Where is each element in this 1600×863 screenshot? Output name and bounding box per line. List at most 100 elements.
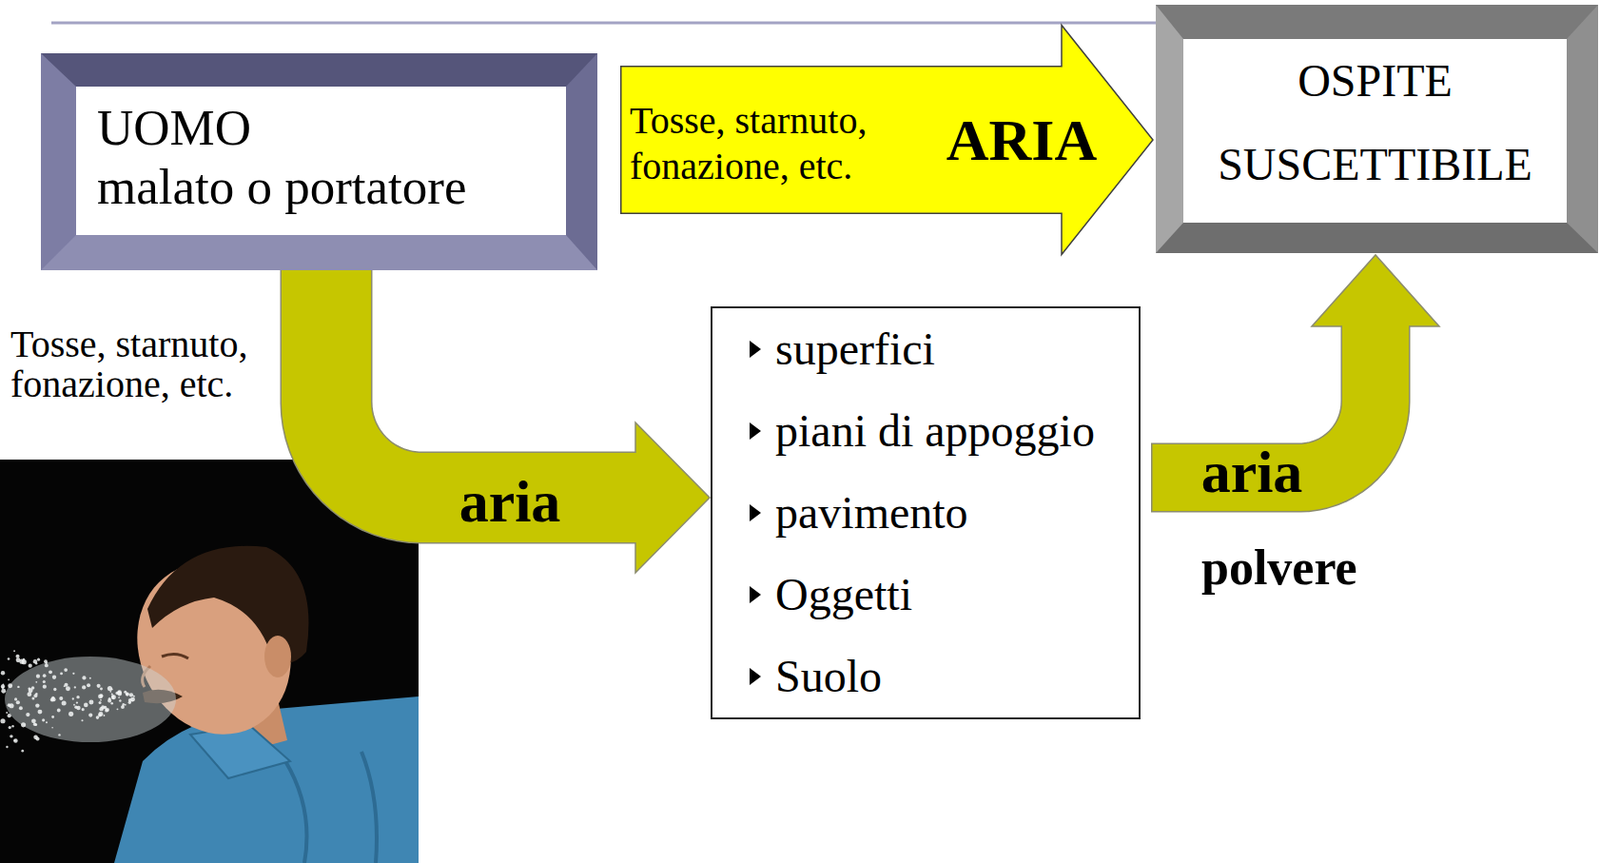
box-text: malato o portatore <box>97 156 468 216</box>
droplet <box>100 704 105 709</box>
droplet <box>35 702 40 707</box>
droplet <box>99 686 103 690</box>
droplet <box>73 703 76 706</box>
droplet <box>98 701 102 704</box>
droplet <box>117 691 122 697</box>
droplet <box>31 697 35 701</box>
droplet <box>0 670 5 675</box>
droplet <box>128 701 132 704</box>
bullet-marker <box>749 585 761 604</box>
droplet <box>20 749 24 753</box>
ear <box>264 635 292 678</box>
droplet <box>81 707 85 711</box>
droplet <box>89 677 92 680</box>
droplet <box>48 669 53 674</box>
droplet <box>37 709 42 715</box>
arrow-head <box>635 422 710 573</box>
collar <box>190 724 291 779</box>
droplet <box>86 682 91 687</box>
droplet <box>17 685 20 688</box>
droplet <box>19 705 23 710</box>
header-rule <box>51 21 1174 25</box>
droplet <box>16 700 20 704</box>
droplet <box>16 654 20 659</box>
droplet <box>35 692 39 696</box>
droplet <box>81 675 86 680</box>
arrow-body <box>326 262 638 499</box>
droplet <box>45 721 48 723</box>
droplet <box>42 684 47 689</box>
droplet <box>31 685 36 690</box>
droplet <box>125 692 130 697</box>
droplet <box>74 685 77 688</box>
droplet <box>63 682 68 687</box>
droplet <box>132 700 135 703</box>
droplet <box>124 703 127 706</box>
droplet <box>118 699 121 702</box>
droplet <box>53 687 57 691</box>
bullet-triangle <box>749 504 761 522</box>
droplet <box>7 657 11 661</box>
droplet <box>125 692 129 696</box>
droplet <box>72 672 75 675</box>
box-heading: OSPITE SUSCETTIBILE <box>1217 39 1533 207</box>
droplet <box>13 738 18 742</box>
droplet <box>104 708 109 713</box>
droplet <box>7 702 12 707</box>
droplet <box>107 698 112 703</box>
droplet <box>8 725 12 729</box>
droplet <box>58 733 60 736</box>
droplet <box>51 715 55 719</box>
droplet <box>65 685 71 691</box>
droplet <box>43 659 48 664</box>
list-item: Oggetti <box>775 553 913 636</box>
droplet <box>20 721 26 727</box>
droplet <box>14 697 18 701</box>
droplet <box>97 694 103 700</box>
droplet <box>83 702 89 708</box>
droplet <box>107 685 113 691</box>
droplet <box>0 718 5 723</box>
droplet <box>35 722 39 726</box>
droplet <box>99 699 102 702</box>
droplet <box>58 696 63 701</box>
host-box: OSPITE SUSCETTIBILE <box>1155 4 1599 254</box>
droplet <box>59 671 63 675</box>
droplet <box>117 696 120 699</box>
droplet <box>81 684 86 689</box>
droplet <box>7 713 12 718</box>
droplet <box>37 658 40 662</box>
source-box: UOMOmalato o portatore <box>40 53 598 271</box>
droplet <box>35 681 38 683</box>
droplet <box>103 714 106 717</box>
bullet-triangle <box>749 340 761 358</box>
droplet <box>74 705 78 709</box>
droplet <box>0 688 6 694</box>
mechanism-note: Tosse, starnuto, fonazione, etc. <box>10 324 268 405</box>
droplet <box>76 701 79 703</box>
droplet <box>99 693 104 698</box>
arrow-label: ARIA <box>946 110 1097 170</box>
droplet <box>22 658 25 661</box>
droplet <box>28 663 33 668</box>
droplet <box>36 674 40 679</box>
droplet <box>33 659 38 664</box>
droplet <box>7 682 13 688</box>
droplet <box>5 711 8 714</box>
droplet <box>80 719 83 722</box>
droplet <box>63 684 66 687</box>
droplet <box>13 649 16 652</box>
list-item: superfici <box>775 308 936 391</box>
droplet <box>97 683 101 688</box>
droplet <box>51 726 54 729</box>
droplet <box>42 680 46 683</box>
box-heading: UOMO <box>97 97 252 157</box>
droplet <box>7 678 10 681</box>
arrow-label: aria <box>459 471 562 531</box>
droplet <box>9 734 13 738</box>
droplet <box>31 718 37 723</box>
bullet-marker <box>749 422 761 440</box>
bullet-marker <box>749 667 761 685</box>
arrow-label: aria <box>1201 442 1304 502</box>
